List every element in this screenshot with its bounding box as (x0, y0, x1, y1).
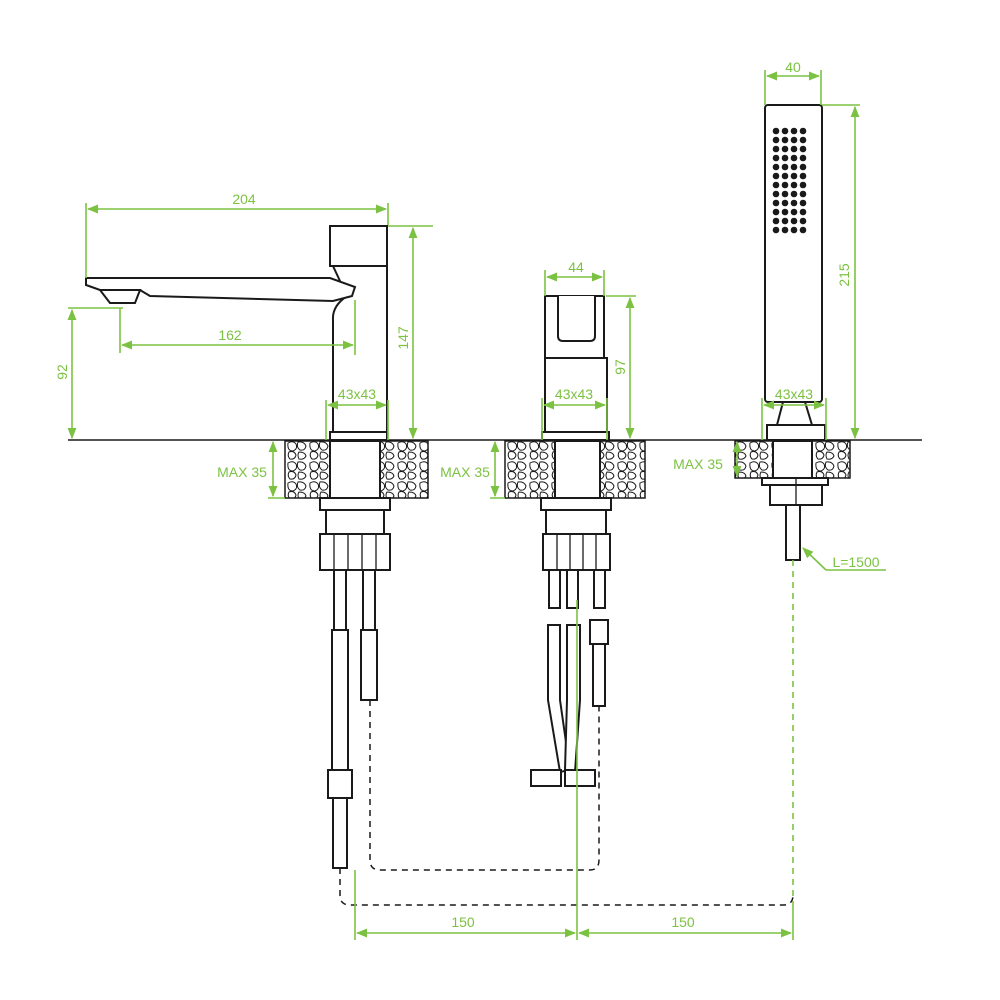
nozzle-dot (799, 190, 807, 198)
spout-outlet-height-label: 92 (54, 364, 70, 380)
mixer-base-label: 43x43 (555, 386, 593, 402)
nozzle-dot (790, 217, 798, 225)
shower-max-thickness-label: MAX 35 (673, 456, 723, 472)
nozzle-dot (799, 127, 807, 135)
nozzle-dot (790, 226, 798, 234)
nozzle-dot (772, 163, 780, 171)
hand-shower (734, 104, 851, 561)
nozzle-dot (799, 154, 807, 162)
nozzle-dot (772, 199, 780, 207)
nozzle-dot (799, 226, 807, 234)
spout-faucet (85, 225, 429, 869)
nozzle-dot (772, 127, 780, 135)
nozzle-dot (772, 208, 780, 216)
mixer-max-thickness-label: MAX 35 (440, 464, 490, 480)
nozzle-dot (799, 217, 807, 225)
nozzle-dot (781, 127, 789, 135)
mixer-height-label: 97 (612, 359, 628, 375)
nozzle-dot (790, 199, 798, 207)
spout-height-label: 147 (395, 326, 411, 350)
nozzle-dot (772, 154, 780, 162)
nozzle-dot (781, 163, 789, 171)
nozzle-dot (799, 136, 807, 144)
shower-base-label: 43x43 (775, 386, 813, 402)
nozzle-dot (772, 145, 780, 153)
nozzle-dot (772, 181, 780, 189)
shower-height-label: 215 (836, 263, 852, 287)
nozzle-dot (790, 154, 798, 162)
nozzle-dot (790, 136, 798, 144)
nozzle-dot (799, 181, 807, 189)
nozzle-dot (790, 145, 798, 153)
nozzle-dot (790, 127, 798, 135)
nozzle-dot (781, 190, 789, 198)
shower-nozzle-grid (772, 127, 807, 234)
nozzle-dot (790, 190, 798, 198)
hose-length-label: L=1500 (832, 554, 879, 570)
shower-width-label: 40 (785, 59, 801, 75)
nozzle-dot (799, 208, 807, 216)
spout-max-thickness-label: MAX 35 (217, 464, 267, 480)
spout-reach-label: 162 (218, 327, 242, 343)
nozzle-dot (790, 163, 798, 171)
nozzle-dot (790, 172, 798, 180)
nozzle-dot (799, 199, 807, 207)
shower-dimensions (732, 70, 886, 571)
nozzle-dot (781, 226, 789, 234)
nozzle-dot (772, 136, 780, 144)
nozzle-dot (799, 172, 807, 180)
nozzle-dot (781, 154, 789, 162)
spacing-left-label: 150 (451, 914, 475, 930)
nozzle-dot (781, 145, 789, 153)
nozzle-dot (772, 190, 780, 198)
nozzle-dot (790, 181, 798, 189)
nozzle-dot (799, 145, 807, 153)
spacing-right-label: 150 (671, 914, 695, 930)
mixer-dimensions (490, 270, 636, 499)
nozzle-dot (781, 199, 789, 207)
nozzle-dot (781, 136, 789, 144)
nozzle-dot (790, 208, 798, 216)
spout-base-label: 43x43 (338, 386, 376, 402)
nozzle-dot (772, 226, 780, 234)
nozzle-dot (772, 217, 780, 225)
nozzle-dot (799, 163, 807, 171)
mixer-valve (504, 295, 646, 787)
nozzle-dot (781, 172, 789, 180)
hose-routing (339, 560, 794, 940)
nozzle-dot (772, 172, 780, 180)
spout-width-label: 204 (232, 191, 256, 207)
nozzle-dot (781, 217, 789, 225)
spout-dimensions (67, 203, 433, 499)
nozzle-dot (781, 208, 789, 216)
mixer-width-label: 44 (568, 259, 584, 275)
nozzle-dot (781, 181, 789, 189)
